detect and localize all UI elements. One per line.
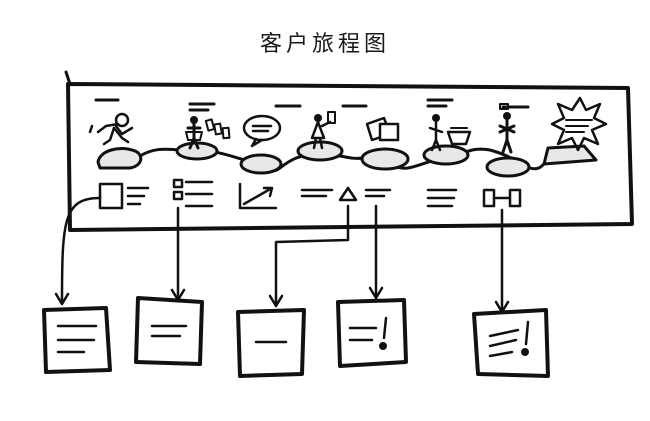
triangle-icon bbox=[300, 186, 392, 202]
stage-header-marks bbox=[94, 98, 530, 112]
stage-platforms bbox=[96, 140, 598, 178]
person-with-options-icon bbox=[185, 116, 231, 150]
page-title: 客户旅程图 bbox=[259, 32, 390, 57]
text-lines-icon bbox=[426, 188, 458, 208]
growth-arrow-icon bbox=[238, 182, 278, 210]
output-box-1 bbox=[42, 306, 112, 374]
output-box-5 bbox=[472, 308, 550, 378]
list-icon bbox=[172, 178, 214, 208]
two-boxes-icon bbox=[482, 188, 522, 208]
box-icon bbox=[98, 182, 150, 210]
output-box-2 bbox=[134, 296, 204, 366]
person-arms-crossed-icon bbox=[498, 103, 516, 154]
cards-stack-icon bbox=[365, 116, 400, 142]
running-person-icon bbox=[88, 112, 134, 146]
connector-arrows bbox=[54, 196, 510, 314]
person-holding-phone-icon bbox=[310, 111, 336, 150]
starburst-icon bbox=[550, 96, 608, 152]
journey-frame bbox=[64, 70, 634, 232]
person-at-counter-icon bbox=[428, 114, 472, 152]
speech-bubble-icon bbox=[242, 114, 282, 148]
output-box-4 bbox=[336, 298, 408, 368]
output-box-3 bbox=[236, 308, 306, 378]
